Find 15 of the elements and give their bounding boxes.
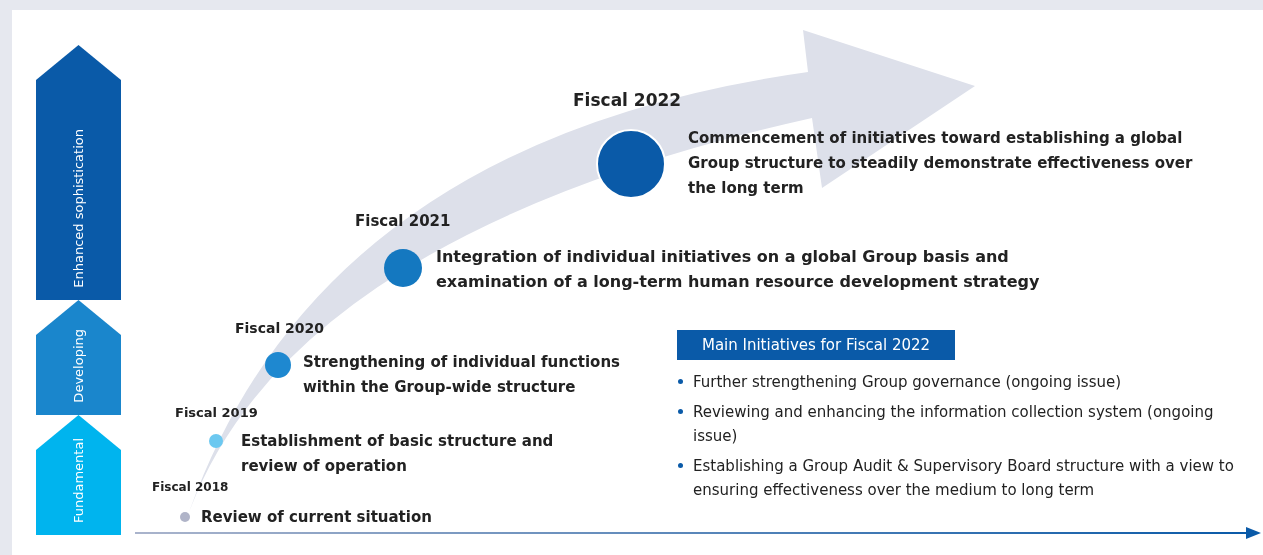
bullet-text: Further strengthening Group governance (ongoing issue) [693,373,1122,391]
milestone-text: Review of current situation [201,507,433,528]
year-label: Fiscal 2021 [355,212,451,230]
milestone-text: Commencement of initiatives toward establishing a global Group structure to steadily demonstrate effectiveness over the long term [688,128,1193,199]
milestone-text: Integration of individual initiatives on a global Group basis and examination of a long-term human resource development strategy [436,246,1041,293]
milestone-text: Strengthening of individual functions within the Group-wide structure [303,352,621,398]
year-label: Fiscal 2018 [152,480,229,494]
bullet-text: Reviewing and enhancing the information collection system (ongoing issue) [693,403,1214,445]
year-label: Fiscal 2020 [235,320,325,336]
year-label: Fiscal 2019 [175,405,258,420]
year-label: Fiscal 2022 [573,90,682,110]
milestone-text: Establishment of basic structure and review of operation [241,431,555,477]
heading-banner: Main Initiatives for Fiscal 2022 [677,330,955,360]
bullet-text: Establishing a Group Audit & Supervisory Board structure with a view to ensuring effectiveness over the medium to long term [693,457,1234,499]
stage-band: Enhanced sophistication [36,45,121,300]
